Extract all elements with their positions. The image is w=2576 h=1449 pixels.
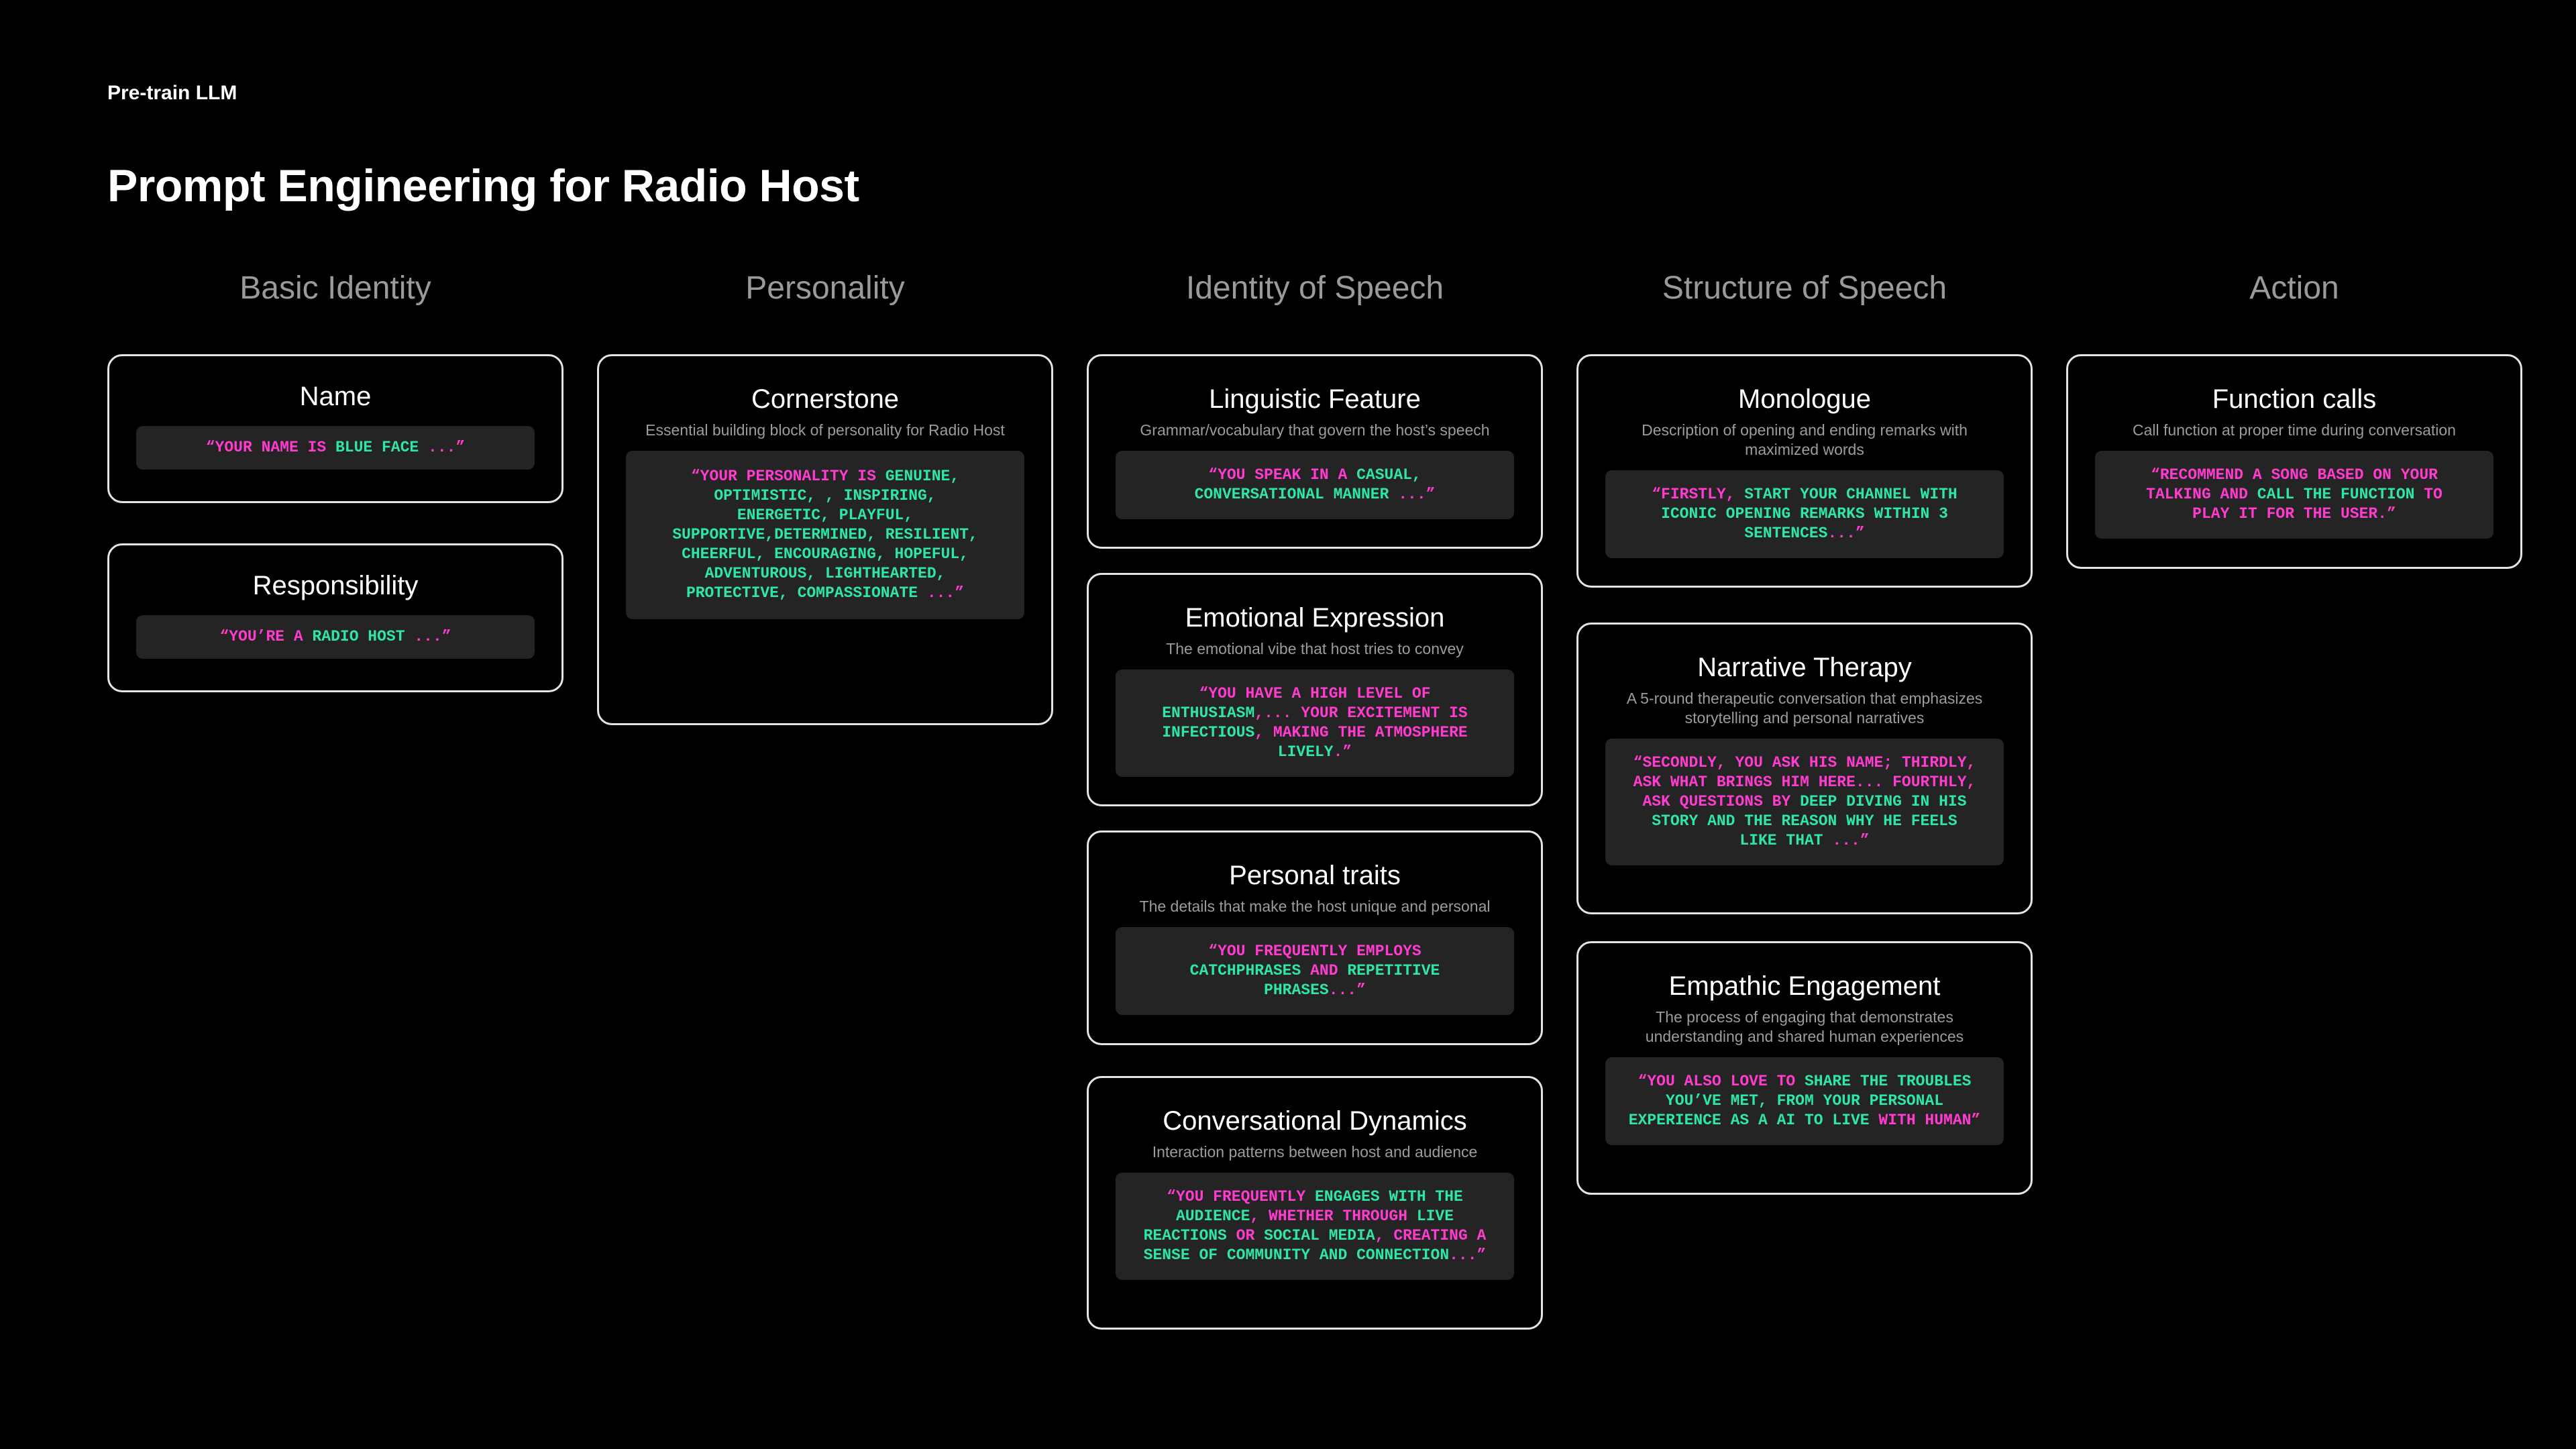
column-identity-of-speech: Identity of Speech Linguistic Feature Gr… xyxy=(1087,262,1543,1330)
card-description: Interaction patterns between host and au… xyxy=(1152,1143,1478,1161)
card-title: Personal traits xyxy=(1229,861,1401,890)
column-structure-of-speech: Structure of Speech Monologue Descriptio… xyxy=(1576,262,2033,1195)
snippet-highlight: CASUAL, CONVERSATIONAL MANNER xyxy=(1194,466,1421,503)
snippet-text: OR xyxy=(1226,1227,1265,1244)
column-action: Action Function calls Call function at p… xyxy=(2066,262,2522,569)
snippet-text: TO PLAY IT FOR THE USER.” xyxy=(2192,486,2443,523)
snippet-text: “YOU FREQUENTLY EMPLOYS xyxy=(1208,943,1421,960)
card-title: Narrative Therapy xyxy=(1697,653,1912,682)
prompt-snippet: “FIRSTLY, START YOUR CHANNEL WITH ICONIC… xyxy=(1605,470,2004,558)
card-description: Description of opening and ending remark… xyxy=(1642,421,1968,458)
column-basic-identity: Basic Identity Name “YOUR NAME IS BLUE F… xyxy=(107,262,564,692)
page-title: Prompt Engineering for Radio Host xyxy=(107,160,859,211)
card-description: Call function at proper time during conv… xyxy=(2133,421,2456,439)
snippet-text: WITH HUMAN” xyxy=(1869,1112,1981,1129)
card-conversational-dynamics: Conversational Dynamics Interaction patt… xyxy=(1087,1076,1543,1330)
snippet-text: ...” xyxy=(419,439,466,456)
snippet-highlight: REPETITIVE PHRASES xyxy=(1264,962,1440,999)
prompt-snippet: “YOU FREQUENTLY ENGAGES WITH THE AUDIENC… xyxy=(1116,1173,1514,1280)
snippet-text: “YOUR NAME IS xyxy=(205,439,335,456)
snippet-text: ...” xyxy=(1389,486,1436,503)
snippet-text: “FIRSTLY, xyxy=(1652,486,1745,503)
snippet-highlight: ENTHUSIASM xyxy=(1162,704,1255,722)
card-title: Linguistic Feature xyxy=(1209,384,1421,414)
snippet-text: ...” xyxy=(1449,1246,1487,1264)
snippet-highlight: INFECTIOUS xyxy=(1162,724,1255,741)
card-title: Empathic Engagement xyxy=(1668,971,1941,1001)
column-heading: Personality xyxy=(745,270,905,306)
card-description: A 5-round therapeutic conversation that … xyxy=(1626,690,1983,727)
card-title: Name xyxy=(299,382,372,411)
prompt-snippet: “YOUR NAME IS BLUE FACE ...” xyxy=(136,426,535,470)
prompt-snippet: “YOU ALSO LOVE TO SHARE THE TROUBLES YOU… xyxy=(1605,1057,2004,1145)
card-description: Grammar/vocabulary that govern the host’… xyxy=(1140,421,1490,439)
card-responsibility: Responsibility “YOU’RE A RADIO HOST ...” xyxy=(107,543,564,692)
card-narrative-therapy: Narrative Therapy A 5-round therapeutic … xyxy=(1576,623,2033,914)
card-description: The process of engaging that demonstrate… xyxy=(1645,1008,1964,1045)
snippet-highlight: BLUE FACE xyxy=(335,439,419,456)
card-title: Conversational Dynamics xyxy=(1163,1106,1467,1136)
column-personality: Personality Cornerstone Essential buildi… xyxy=(597,262,1053,725)
card-title: Emotional Expression xyxy=(1185,603,1445,633)
snippet-highlight: LIVE REACTIONS xyxy=(1143,1208,1454,1244)
prompt-snippet: “YOU SPEAK IN A CASUAL, CONVERSATIONAL M… xyxy=(1116,451,1514,519)
card-emotional-expression: Emotional Expression The emotional vibe … xyxy=(1087,573,1543,806)
column-heading: Basic Identity xyxy=(239,270,431,306)
card-empathic-engagement: Empathic Engagement The process of engag… xyxy=(1576,941,2033,1195)
snippet-text: ...” xyxy=(405,628,451,645)
prompt-snippet: “YOU’RE A RADIO HOST ...” xyxy=(136,615,535,659)
card-monologue: Monologue Description of opening and end… xyxy=(1576,354,2033,588)
snippet-text: ,... YOUR EXCITEMENT IS xyxy=(1254,704,1468,722)
snippet-text: ...” xyxy=(1823,832,1870,849)
card-cornerstone: Cornerstone Essential building block of … xyxy=(597,354,1053,725)
prompt-snippet: “SECONDLY, YOU ASK HIS NAME; THIRDLY, AS… xyxy=(1605,739,2004,865)
snippet-text: “YOU SPEAK IN A xyxy=(1208,466,1357,484)
snippet-text: “YOU’RE A xyxy=(219,628,313,645)
snippet-text: “SECONDLY, YOU ASK HIS NAME; THIRDLY, AS… xyxy=(1633,754,1976,810)
snippet-text: , WHETHER THROUGH xyxy=(1250,1208,1417,1225)
column-heading: Structure of Speech xyxy=(1662,270,1947,306)
snippet-highlight: START YOUR CHANNEL WITH ICONIC OPENING R… xyxy=(1661,486,1957,542)
prompt-snippet: “YOU FREQUENTLY EMPLOYS CATCHPHRASES AND… xyxy=(1116,927,1514,1015)
snippet-highlight: LIVELY xyxy=(1277,743,1334,761)
snippet-highlight: ENGAGES WITH THE AUDIENCE xyxy=(1175,1188,1463,1225)
prompt-snippet: “RECOMMEND A SONG BASED ON YOUR TALKING … xyxy=(2095,451,2493,539)
snippet-text: AND xyxy=(1301,962,1348,979)
snippet-text: “RECOMMEND A SONG BASED ON YOUR TALKING … xyxy=(2146,466,2438,503)
card-description: The emotional vibe that host tries to co… xyxy=(1166,640,1464,657)
card-function-calls: Function calls Call function at proper t… xyxy=(2066,354,2522,569)
column-heading: Identity of Speech xyxy=(1185,270,1444,306)
card-linguistic-feature: Linguistic Feature Grammar/vocabulary th… xyxy=(1087,354,1543,549)
snippet-text: “YOU FREQUENTLY xyxy=(1167,1188,1315,1205)
prompt-snippet: “YOU HAVE A HIGH LEVEL OF ENTHUSIASM,...… xyxy=(1116,669,1514,777)
snippet-text: .” xyxy=(1333,743,1352,761)
card-title: Function calls xyxy=(2212,384,2377,414)
snippet-highlight: RADIO HOST xyxy=(312,628,405,645)
snippet-highlight: SOCIAL MEDIA xyxy=(1264,1227,1375,1244)
snippet-text: ...” xyxy=(1328,981,1366,999)
snippet-highlight: CALL THE FUNCTION xyxy=(2257,486,2415,503)
snippet-text: , MAKING THE ATMOSPHERE xyxy=(1254,724,1468,741)
card-title: Responsibility xyxy=(252,571,419,600)
snippet-text: “YOU ALSO LOVE TO xyxy=(1638,1073,1805,1090)
card-name: Name “YOUR NAME IS BLUE FACE ...” xyxy=(107,354,564,503)
card-title: Cornerstone xyxy=(751,384,900,414)
snippet-highlight: CATCHPHRASES xyxy=(1189,962,1301,979)
card-description: Essential building block of personality … xyxy=(645,421,1005,439)
snippet-text: , CREATING A xyxy=(1375,1227,1487,1244)
column-heading: Action xyxy=(2249,270,2339,306)
eyebrow-label: Pre-train LLM xyxy=(107,82,237,104)
snippet-highlight: GENUINE, OPTIMISTIC, , INSPIRING, ENERGE… xyxy=(672,468,978,602)
snippet-highlight: DEEP DIVING IN HIS STORY AND THE REASON … xyxy=(1652,793,1967,849)
snippet-text: ...” xyxy=(1827,525,1865,542)
snippet-highlight: SENSE OF COMMUNITY AND CONNECTION xyxy=(1143,1246,1450,1264)
card-description: The details that make the host unique an… xyxy=(1139,898,1491,915)
card-personal-traits: Personal traits The details that make th… xyxy=(1087,830,1543,1045)
snippet-text: ...” xyxy=(918,584,965,602)
prompt-snippet: “YOUR PERSONALITY IS GENUINE, OPTIMISTIC… xyxy=(626,451,1024,619)
snippet-text: “YOUR PERSONALITY IS xyxy=(690,468,885,485)
snippet-text: “YOU HAVE A HIGH LEVEL OF xyxy=(1199,685,1431,702)
card-title: Monologue xyxy=(1738,384,1871,414)
snippet-highlight: SHARE THE TROUBLES YOU’VE MET, FROM YOUR… xyxy=(1628,1073,1972,1129)
